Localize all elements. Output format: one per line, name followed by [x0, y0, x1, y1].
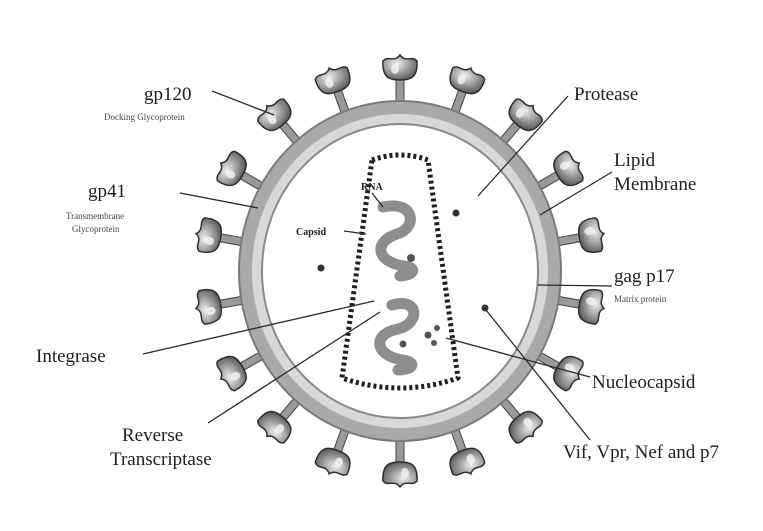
- gp120-knob: [313, 445, 354, 480]
- gp120-knob-highlight: [401, 468, 409, 478]
- gp120-knob: [383, 462, 417, 487]
- label-gp41: gp41: [88, 181, 126, 202]
- label-nucleocapsid: Nucleocapsid: [592, 372, 696, 393]
- gp120-knob: [549, 148, 588, 190]
- label-gag: gag p17: [614, 266, 675, 287]
- gp120-knob: [576, 287, 607, 325]
- leader-gp120: [212, 91, 274, 115]
- gp120-knob: [446, 62, 487, 97]
- label-gp41-sub-2: Glycoprotein: [72, 224, 120, 234]
- enzyme-dot: [407, 254, 415, 262]
- gp120-knob: [446, 445, 487, 480]
- label-vif-vpr-nef-p7: Vif, Vpr, Nef and p7: [563, 442, 719, 463]
- matrix-dot: [318, 265, 325, 272]
- gp120-knob-highlight: [391, 64, 399, 74]
- label-gp120: gp120: [144, 84, 192, 105]
- label-lipid-1: Lipid: [614, 150, 656, 171]
- leader-gp41: [180, 193, 258, 208]
- gp120-spike: [383, 437, 417, 487]
- label-gp120-sub: Docking Glycoprotein: [104, 112, 185, 122]
- label-rt-2: Transcriptase: [110, 449, 212, 470]
- protease-dot: [453, 210, 460, 217]
- enzyme-dot-2: [400, 341, 407, 348]
- label-integrase: Integrase: [36, 346, 106, 367]
- nucleocapsid-dot-1: [425, 332, 432, 339]
- label-gag-sub: Matrix protein: [614, 294, 667, 304]
- gp120-knob: [576, 217, 607, 255]
- label-protease: Protease: [574, 84, 638, 105]
- gp120-spike: [383, 55, 417, 105]
- label-gp41-sub-1: Transmembrane: [66, 211, 124, 221]
- gp120-knob: [383, 55, 417, 80]
- label-lipid-2: Membrane: [614, 174, 696, 195]
- gp120-knob: [193, 287, 224, 325]
- gp120-knob: [212, 148, 251, 190]
- vif-dot: [482, 305, 489, 312]
- gp120-knob: [549, 352, 588, 394]
- label-rt-1: Reverse: [122, 425, 183, 446]
- label-rna: RNA: [361, 182, 383, 193]
- label-capsid: Capsid: [296, 227, 326, 238]
- nucleocapsid-dot-2: [434, 325, 440, 331]
- gp120-knob: [212, 352, 251, 394]
- nucleocapsid-dot-3: [431, 340, 437, 346]
- gp120-knob: [313, 62, 354, 97]
- gp120-knob: [193, 217, 224, 255]
